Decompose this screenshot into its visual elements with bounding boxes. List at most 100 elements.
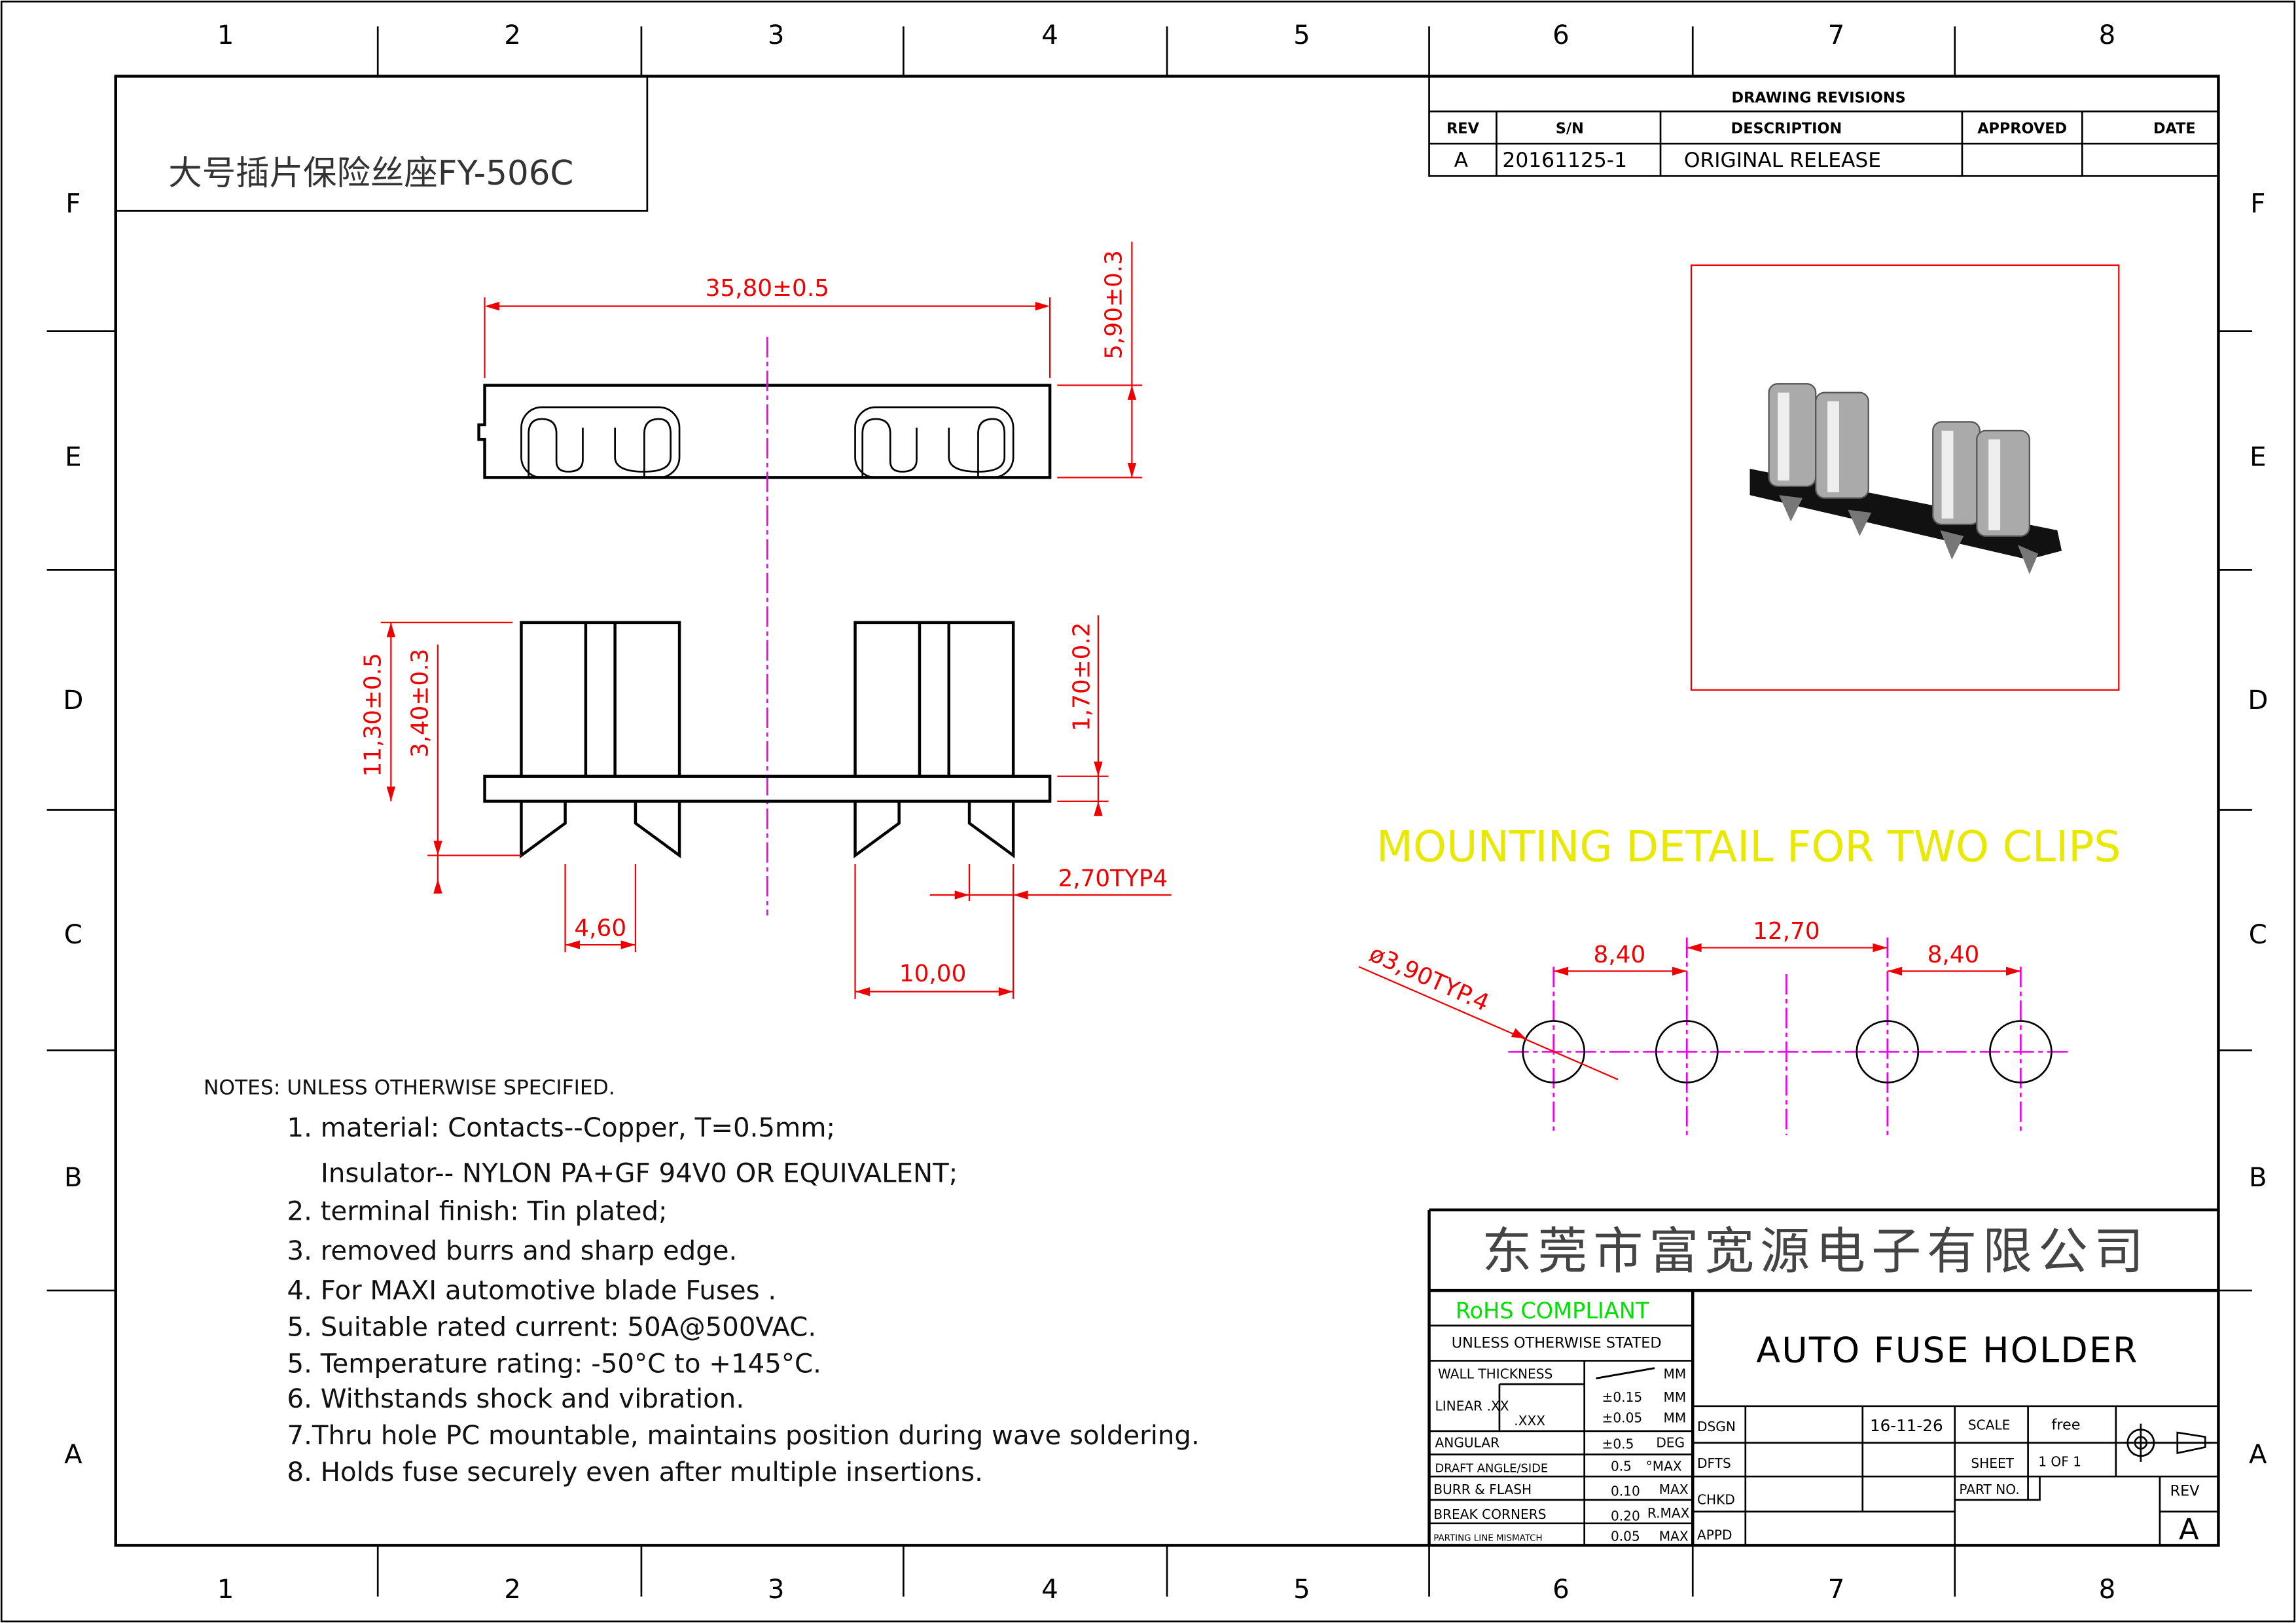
scale-label: SCALE [1968,1417,2011,1433]
dim-pitch: 10,00 [899,960,966,987]
tol-unit: MAX [1659,1529,1689,1544]
row-label: B [2249,1163,2267,1193]
note-item: 6. Withstands shock and vibration. [287,1384,745,1414]
col-label: 3 [768,1575,785,1605]
row-label: B [64,1163,82,1193]
date-col: DATE [2153,120,2196,137]
tol-label: ANGULAR [1435,1434,1500,1450]
notes: NOTES: UNLESS OTHERWISE SPECIFIED. 1. ma… [204,1076,1200,1487]
row-label: A [2249,1440,2267,1470]
design-date: 16-11-26 [1870,1416,1943,1435]
unless-label: UNLESS OTHERWISE STATED [1452,1334,1662,1351]
col-label: 1 [217,1575,234,1605]
sheet-label: SHEET [1971,1455,2014,1471]
tol-unit: MAX [1659,1482,1689,1497]
row-label: D [63,685,83,716]
col-label: 3 [768,20,785,50]
tol-unit: MM [1664,1410,1687,1425]
tol-unit: MM [1664,1366,1687,1381]
col-label: 7 [1828,1575,1845,1605]
rev-col: REV [1446,120,1479,137]
rev-value: A [1454,149,1469,172]
note-item: 8. Holds fuse securely even after multip… [287,1457,983,1487]
row-label: E [65,443,81,473]
row-label: D [2248,685,2268,716]
sheet-value: 1 OF 1 [2038,1454,2081,1470]
col-label: 4 [1041,1575,1058,1605]
product-photo [1690,264,2120,691]
tol-unit: MM [1664,1389,1687,1405]
col-label: 5 [1293,1575,1310,1605]
chkd-label: CHKD [1697,1492,1735,1508]
dim-pin-height: 3,40±0.3 [406,649,433,758]
col-label: 8 [2099,1575,2116,1605]
tol-label: BURR & FLASH [1433,1482,1532,1497]
row-label: A [64,1440,82,1470]
tol-unit: °MAX [1646,1458,1682,1474]
dim-total-height: 11,30±0.5 [360,653,387,776]
tol-label: PARTING LINE MISMATCH [1433,1534,1542,1544]
tol-label: DRAFT ANGLE/SIDE [1435,1461,1549,1475]
rev-label: REV [2170,1482,2200,1499]
mounting-title: MOUNTING DETAIL FOR TWO CLIPS [1376,823,2121,872]
dsgn-label: DSGN [1697,1419,1736,1434]
note-item: Insulator-- NYLON PA+GF 94V0 OR EQUIVALE… [321,1159,958,1189]
approved-col: APPROVED [1977,120,2067,137]
title-block: 东莞市富宽源电子有限公司 RoHS COMPLIANT UNLESS OTHER… [1427,1208,2219,1546]
col-label: 6 [1552,1575,1570,1605]
row-label: C [2249,920,2267,950]
dfts-label: DFTS [1697,1455,1731,1471]
rohs-label: RoHS COMPLIANT [1456,1298,1649,1324]
dim-height-top: 5,90±0.3 [1101,250,1128,359]
scale-value: free [2051,1417,2080,1434]
mounting-detail: MOUNTING DETAIL FOR TWO CLIPS 8,40 12,70… [1358,823,2121,1135]
col-label: 8 [2099,20,2116,50]
revisions-header: DRAWING REVISIONS [1732,90,1906,107]
col-label: 7 [1828,20,1845,50]
note-item: 7.Thru hole PC mountable, maintains posi… [287,1421,1200,1451]
col-label: 2 [504,20,521,50]
projection-symbol-icon [2123,1423,2212,1462]
top-view: 35,80±0.5 5,90±0.3 [477,242,1143,916]
dim-pin-width: 2,70TYP4 [1058,866,1168,892]
description-value: ORIGINAL RELEASE [1684,149,1881,172]
tol-label: .XXX [1514,1413,1545,1429]
note-item: 4. For MAXI automotive blade Fuses . [287,1276,777,1306]
dim-base-thickness: 1,70±0.2 [1069,622,1096,731]
tol-unit: R.MAX [1647,1505,1690,1521]
tol-value: 0.5 [1611,1458,1632,1474]
col-label: 4 [1041,20,1058,50]
tol-value: ±0.5 [1602,1436,1634,1452]
drawing-title-cn: 大号插片保险丝座FY-506C [168,154,573,193]
rev-value: A [2179,1512,2199,1546]
appd-label: APPD [1697,1527,1732,1542]
dim-hole-b: 8,40 [1928,941,1980,968]
row-label: F [65,189,81,219]
dim-length: 35,80±0.5 [706,275,829,302]
part-no-label: PART NO. [1959,1482,2019,1497]
col-label: 5 [1293,20,1310,50]
dim-pin-gap: 4,60 [574,915,626,942]
col-label: 6 [1552,20,1570,50]
tol-value: ±0.15 [1602,1389,1643,1405]
tol-unit: DEG [1656,1434,1685,1450]
note-item: 3. removed burrs and sharp edge. [287,1236,738,1266]
tol-value: ±0.05 [1602,1410,1643,1425]
col-label: 2 [504,1575,521,1605]
sn-col: S/N [1556,120,1584,137]
description-col: DESCRIPTION [1731,120,1842,137]
sn-value: 20161125-1 [1502,149,1627,172]
row-label: C [64,920,82,950]
tol-label: BREAK CORNERS [1433,1506,1546,1522]
tol-label: WALL THICKNESS [1438,1366,1552,1381]
revisions-table: DRAWING REVISIONS REV S/N DESCRIPTION AP… [1428,76,2219,177]
tol-value: 0.10 [1611,1483,1640,1499]
row-label: F [2250,189,2265,219]
company-name: 东莞市富宽源电子有限公司 [1482,1222,2149,1281]
note-item: 2. terminal finish: Tin plated; [287,1197,668,1227]
dim-hole-mid: 12,70 [1753,918,1820,945]
note-item: 5. Suitable rated current: 50A@500VAC. [287,1312,817,1342]
front-view: 11,30±0.5 3,40±0.3 1,70±0.2 4,60 10,00 2… [360,615,1172,999]
